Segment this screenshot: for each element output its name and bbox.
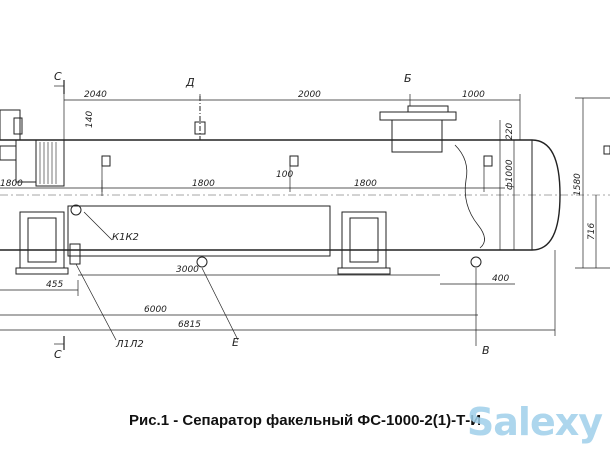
- dim-phi1000: ф1000: [505, 159, 515, 190]
- left-saddle: [15, 211, 69, 275]
- left-nozzle-assembly: [0, 109, 65, 187]
- v-nozzle: [470, 256, 482, 268]
- dim-1800-center: 1800: [192, 179, 215, 189]
- dim-100: 100: [276, 170, 293, 180]
- separator-drawing: С Д Б С В Е 2040 2000 1000 140 220 ф1000…: [0, 70, 610, 361]
- watermark-logo: Salexy: [466, 400, 603, 444]
- dim-2040: 2040: [84, 90, 107, 100]
- dim-400: 400: [492, 274, 509, 284]
- dim-220: 220: [505, 123, 515, 140]
- dim-2000: 2000: [298, 90, 321, 100]
- section-mark-b: Б: [404, 72, 412, 85]
- section-mark-c-top: С: [54, 70, 62, 83]
- k-nozzle: [70, 204, 82, 216]
- dim-6815: 6815: [178, 320, 201, 330]
- top-flange-b: [379, 105, 457, 153]
- e-nozzle: [196, 256, 208, 268]
- nozzle-2: [289, 155, 299, 167]
- dim-6000: 6000: [144, 305, 167, 315]
- nozzle-d: [194, 121, 206, 135]
- dim-1800-right: 1800: [354, 179, 377, 189]
- label-k1k2: К1К2: [112, 232, 139, 243]
- figure-caption: Рис.1 - Сепаратор факельный ФС-1000-2(1)…: [128, 412, 482, 429]
- l-nozzle: [69, 243, 81, 265]
- nozzle-1: [101, 155, 111, 167]
- nozzle-4: [603, 145, 610, 155]
- right-saddle: [337, 211, 391, 275]
- dim-3000: 3000: [176, 265, 199, 275]
- section-mark-d: Д: [185, 76, 195, 89]
- bottom-collector: [67, 205, 331, 257]
- dim-716: 716: [587, 223, 597, 240]
- dim-1000: 1000: [462, 90, 485, 100]
- section-mark-e: Е: [232, 336, 239, 349]
- nozzle-3: [483, 155, 493, 167]
- label-l1l2: Л1Л2: [115, 339, 144, 350]
- dim-140: 140: [85, 111, 95, 128]
- dim-1580: 1580: [573, 173, 583, 196]
- dim-1800-left: 1800: [0, 179, 23, 189]
- break-line: [454, 144, 485, 249]
- section-mark-v: В: [482, 344, 490, 357]
- section-mark-c-bottom: С: [54, 348, 62, 361]
- dim-455: 455: [46, 280, 63, 290]
